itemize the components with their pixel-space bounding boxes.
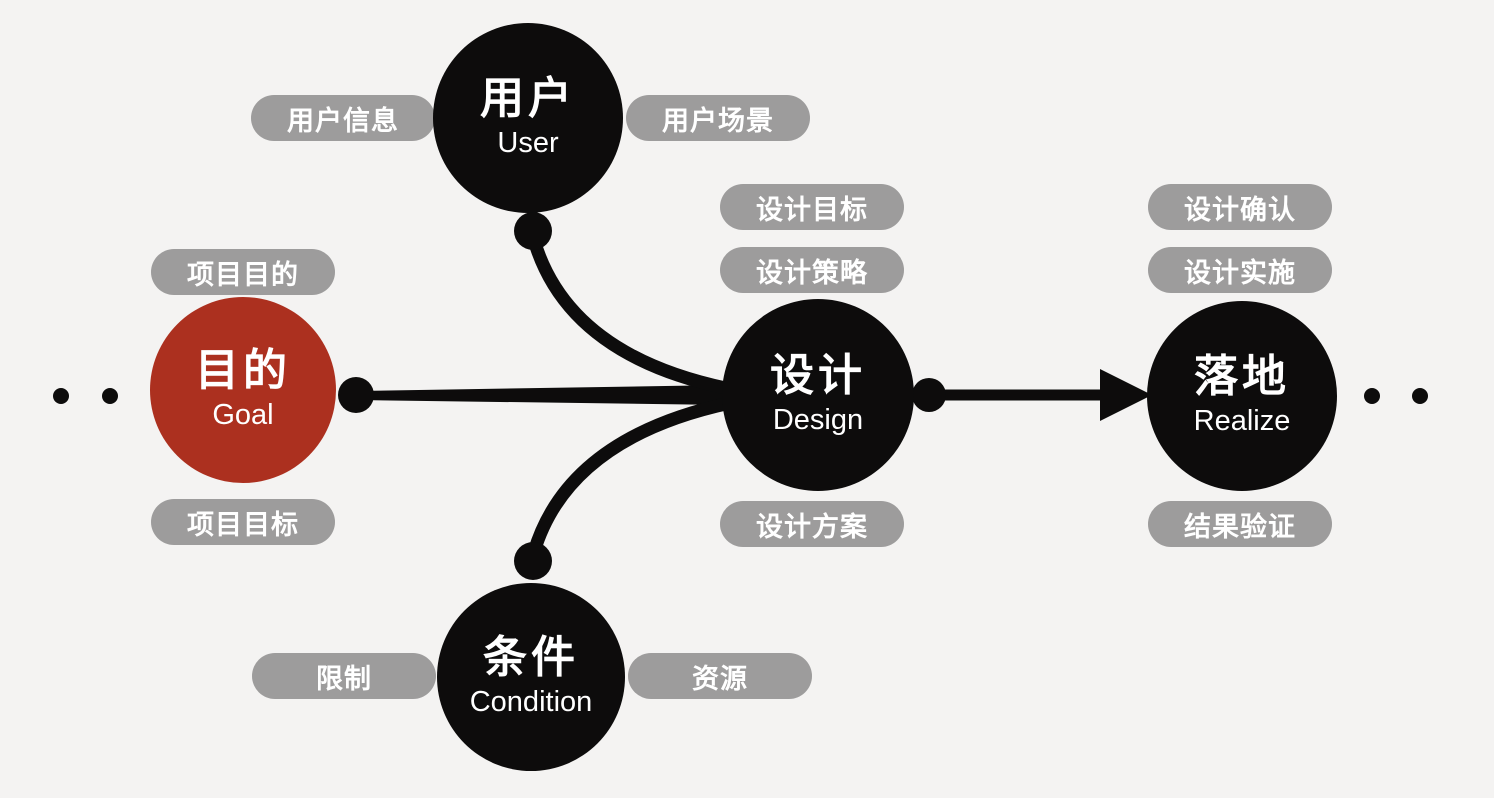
pill-design-strategy: 设计策略 <box>720 247 904 293</box>
arrowhead-design-to-realize-icon <box>1100 369 1152 421</box>
ellipsis-dot-right-2 <box>1412 388 1428 404</box>
node-condition: 条件 Condition <box>437 583 625 771</box>
pill-design-plan-label: 设计方案 <box>756 511 868 542</box>
pill-limit-label: 限制 <box>316 663 372 694</box>
pill-result-verify-label: 结果验证 <box>1184 511 1296 542</box>
ellipsis-dot-left-2 <box>102 388 118 404</box>
node-condition-label-zh: 条件 <box>483 632 579 682</box>
node-user: 用户 User <box>433 23 623 213</box>
node-condition-label-en: Condition <box>469 686 593 719</box>
pill-resource-label: 资源 <box>692 663 748 694</box>
node-user-label-zh: 用户 <box>480 73 576 123</box>
pill-design-strategy-label: 设计策略 <box>756 257 868 288</box>
connector-goal-to-design <box>356 385 726 405</box>
node-goal-label-zh: 目的 <box>195 345 291 395</box>
node-design-label-en: Design <box>772 404 864 437</box>
node-design-label-zh: 设计 <box>770 350 866 400</box>
pill-limit: 限制 <box>252 653 436 699</box>
pill-user-scenario: 用户场景 <box>626 95 810 141</box>
joint-dot-design <box>912 378 946 412</box>
joint-dot-user <box>514 212 552 250</box>
pill-user-info-label: 用户信息 <box>287 105 399 136</box>
ellipsis-dot-left-1 <box>53 388 69 404</box>
pill-design-implement-label: 设计实施 <box>1184 257 1296 288</box>
pill-design-implement: 设计实施 <box>1148 247 1332 293</box>
node-goal: 目的 Goal <box>150 297 336 483</box>
node-realize-label-zh: 落地 <box>1194 351 1290 401</box>
pill-resource: 资源 <box>628 653 812 699</box>
pill-design-goal: 设计目标 <box>720 184 904 230</box>
ellipsis-dot-right-1 <box>1364 388 1380 404</box>
pill-project-purpose-label: 项目目的 <box>187 259 299 290</box>
joint-dot-condition <box>514 542 552 580</box>
pill-design-plan: 设计方案 <box>720 501 904 547</box>
pill-project-target: 项目目标 <box>151 499 335 545</box>
pill-design-confirm: 设计确认 <box>1148 184 1332 230</box>
node-realize-label-en: Realize <box>1193 405 1291 438</box>
pill-user-info: 用户信息 <box>251 95 435 141</box>
node-goal-label-en: Goal <box>212 399 274 432</box>
pill-project-purpose: 项目目的 <box>151 249 335 295</box>
pill-design-confirm-label: 设计确认 <box>1184 194 1296 225</box>
connector-condition-to-design <box>527 396 737 559</box>
node-user-label-en: User <box>497 127 559 160</box>
pill-user-scenario-label: 用户场景 <box>662 105 774 136</box>
joint-dot-goal <box>338 377 374 413</box>
node-design: 设计 Design <box>722 299 914 491</box>
connector-user-to-design <box>527 233 737 396</box>
pill-design-goal-label: 设计目标 <box>756 194 868 225</box>
node-realize: 落地 Realize <box>1147 301 1337 491</box>
pill-project-target-label: 项目目标 <box>187 509 299 540</box>
pill-result-verify: 结果验证 <box>1148 501 1332 547</box>
